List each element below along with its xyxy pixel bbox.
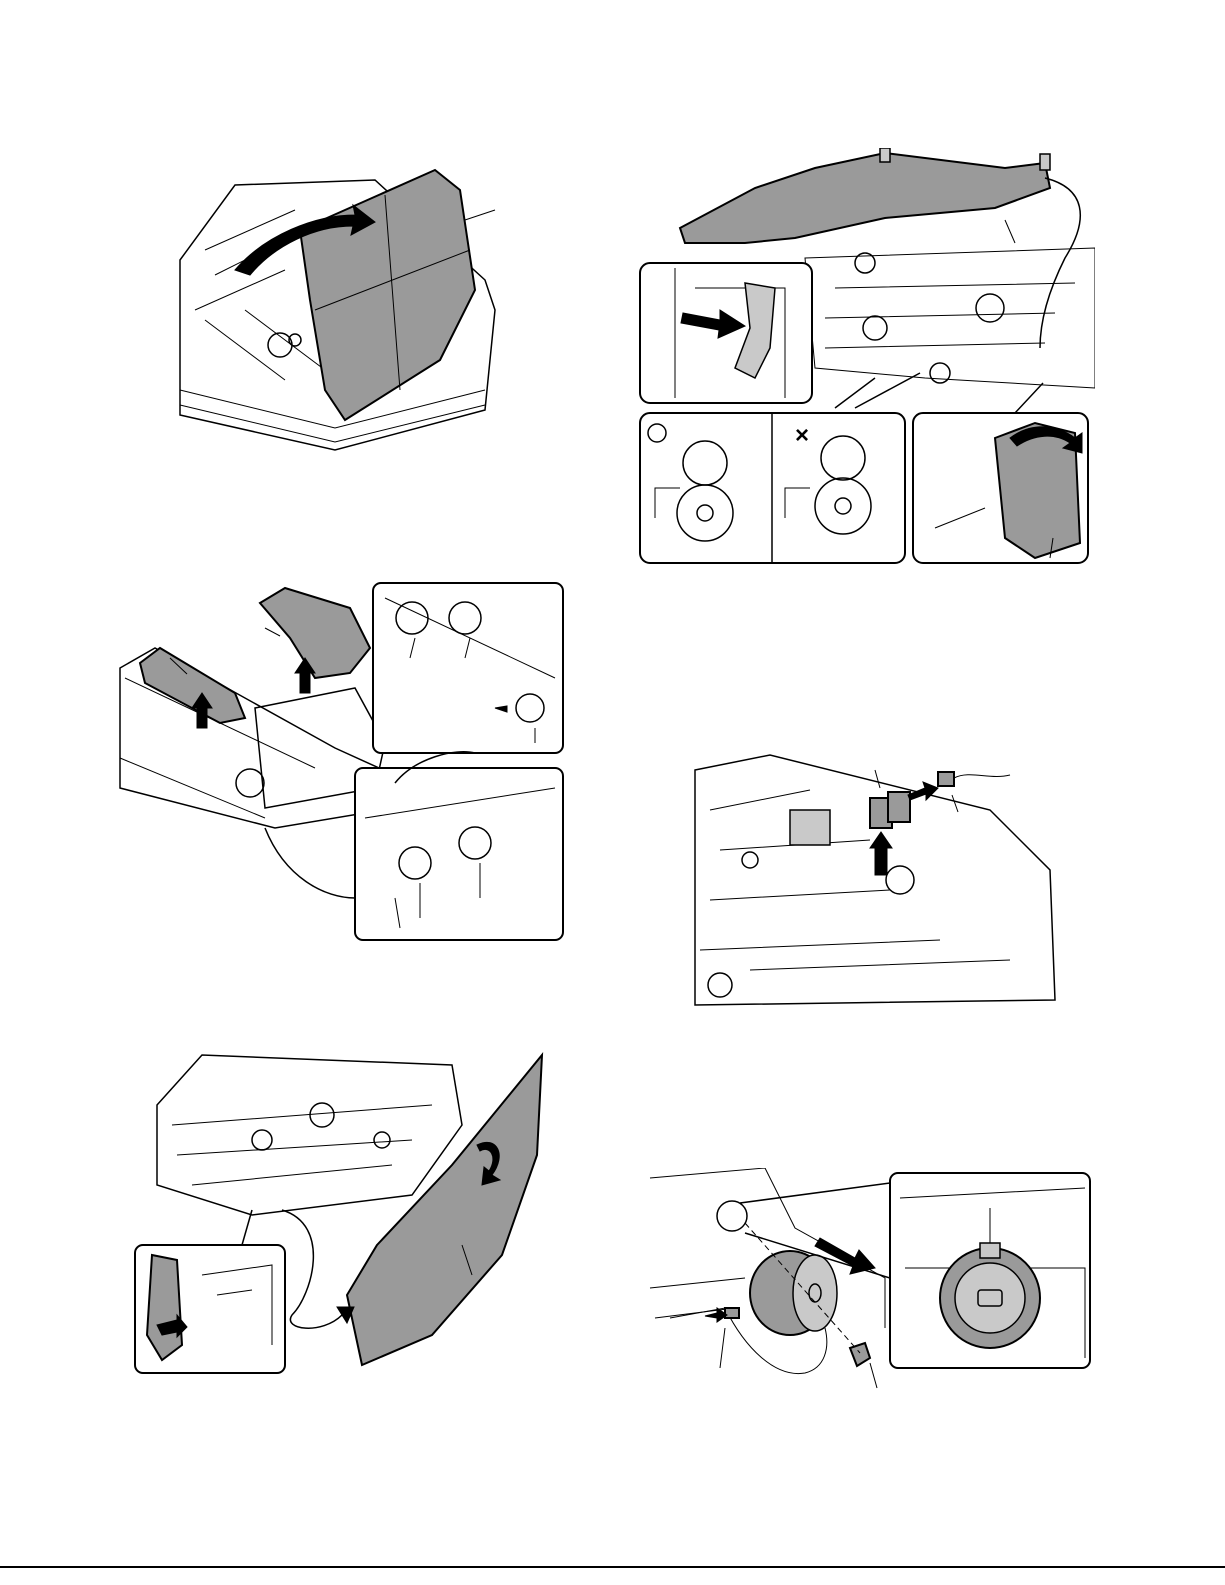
figure-cover-removal <box>115 578 570 946</box>
figure-rear-cover <box>132 1045 552 1380</box>
figure-tray-remove: × <box>635 148 1095 568</box>
figure-sensor <box>690 750 1065 1018</box>
document-tray <box>680 153 1050 243</box>
side-cover <box>347 1055 542 1365</box>
inset-claws-lower <box>355 768 563 940</box>
rear-cover-part <box>260 588 370 678</box>
figure-motor <box>645 1168 1095 1403</box>
front-cover-part <box>140 648 245 723</box>
motor-washer <box>850 1343 870 1366</box>
sensor-connector <box>938 772 954 786</box>
ng-symbol: × <box>795 422 809 449</box>
figure-open-cover <box>175 160 515 460</box>
motor-connector <box>725 1308 739 1318</box>
footer-rule <box>0 1566 1225 1568</box>
adf-cover <box>300 170 475 420</box>
